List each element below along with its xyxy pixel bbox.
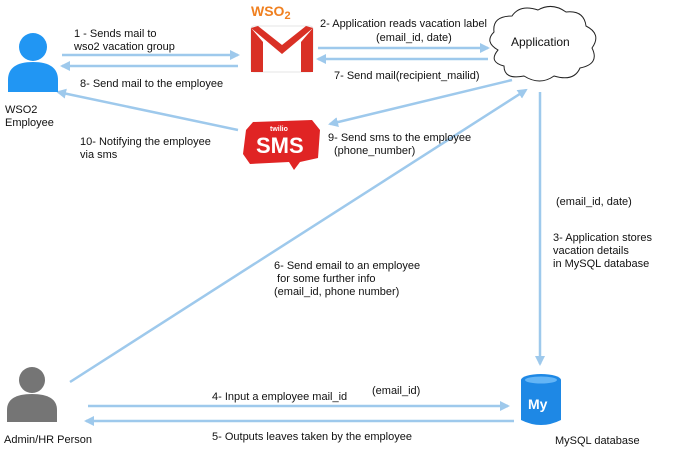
mysql-label: MySQL database — [555, 435, 640, 447]
edge-6-label: 6- Send email to an employee for some fu… — [274, 260, 421, 298]
arrow-9-application-to-sms — [328, 78, 513, 127]
edge-4-label: 4- Input a employee mail_id — [212, 391, 348, 403]
edge-2-label: 2- Application reads vacation label — [320, 18, 487, 30]
application-label: Application — [511, 35, 570, 49]
edge-10-label: 10- Notifying the employee via sms — [80, 136, 211, 161]
arrow-10-sms-to-employee — [56, 88, 239, 132]
arrow-6-admin-to-application — [69, 88, 528, 384]
mysql-logo-text: My — [528, 396, 548, 412]
sms-brand-small: twilio — [270, 126, 288, 133]
employee-label: WSO2 Employee — [5, 104, 54, 129]
sms-icon — [243, 120, 320, 170]
edge-3-label: 3- Application stores vacation details i… — [553, 232, 653, 270]
edge-8-label: 8- Send mail to the employee — [80, 78, 224, 90]
edge-1-label: 1 - Sends mail to wso2 vacation group — [74, 28, 175, 53]
edge-2-param: (email_id, date) — [376, 32, 452, 44]
gmail-icon — [250, 25, 314, 73]
edge-5-label: 5- Outputs leaves taken by the employee — [212, 431, 412, 443]
employee-person-icon — [8, 33, 58, 92]
admin-person-icon — [7, 367, 57, 422]
edge-3-param: (email_id, date) — [556, 196, 632, 208]
edge-9-label: 9- Send sms to the employee (phone_numbe… — [328, 132, 472, 157]
edge-7-label: 7- Send mail(recipient_mailid) — [334, 70, 480, 82]
admin-label: Admin/HR Person — [4, 434, 93, 446]
application-cloud-icon — [489, 6, 597, 82]
sms-brand: SMS — [256, 133, 304, 158]
wso2-logo: WSO2 — [251, 3, 291, 22]
edge-4-param: (email_id) — [372, 385, 421, 397]
mysql-database-icon — [521, 374, 561, 425]
